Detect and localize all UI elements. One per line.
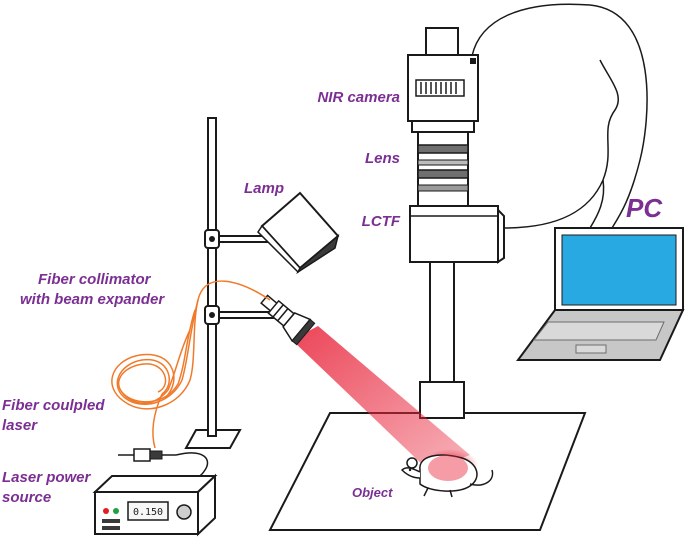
laser-power-source: 0.150	[92, 473, 218, 537]
indicator-green	[113, 508, 119, 514]
label-fiber-laser-2: laser	[2, 417, 38, 434]
pc-screen	[561, 234, 677, 306]
power-display	[127, 501, 169, 521]
indicator-red	[103, 508, 109, 514]
label-fiber-collimator-2: with beam expander	[20, 291, 165, 308]
object-mouse	[400, 454, 494, 498]
optical-fiber	[111, 280, 271, 449]
lctf-cable	[503, 59, 620, 229]
fiber-collimator	[260, 294, 316, 346]
laser-power-cable	[175, 452, 209, 479]
label-laser-source-1: Laser power	[2, 469, 92, 486]
label-lctf: LCTF	[362, 213, 401, 230]
lamp	[257, 191, 340, 275]
lens	[411, 119, 475, 207]
stand	[184, 117, 277, 449]
power-display-value: 0.150	[133, 507, 163, 518]
label-pc: PC	[626, 193, 663, 223]
label-lamp: Lamp	[244, 180, 284, 197]
fiber-coupled-laser	[118, 448, 176, 462]
label-lens: Lens	[365, 150, 400, 167]
lctf-filter	[409, 205, 505, 264]
camera-cable	[471, 3, 648, 229]
label-nir-camera: NIR camera	[317, 89, 400, 106]
pc-laptop	[516, 227, 685, 361]
label-laser-source-2: source	[2, 489, 51, 506]
laser-beam	[292, 326, 470, 470]
label-fiber-collimator-1: Fiber collimator	[38, 271, 152, 288]
nir-camera	[407, 27, 479, 122]
label-object: Object	[352, 485, 393, 500]
camera-column	[419, 261, 465, 419]
power-knob	[176, 504, 192, 520]
label-fiber-laser-1: Fiber coulpled	[2, 397, 105, 414]
